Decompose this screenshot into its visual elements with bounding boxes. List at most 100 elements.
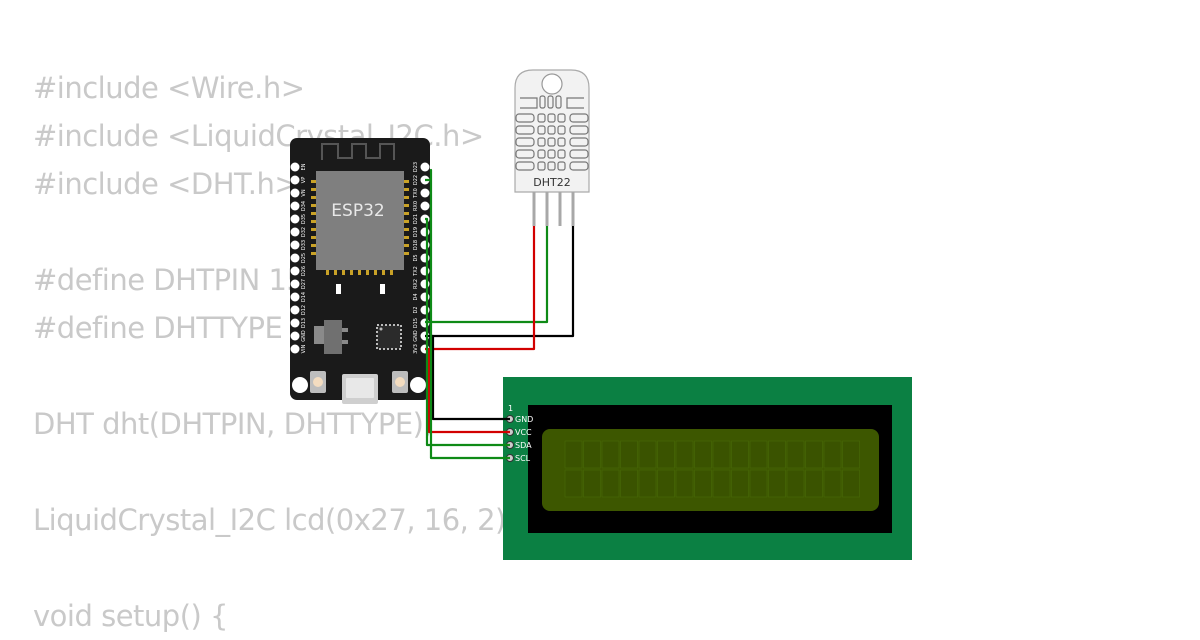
esp32-pin-label-right: D18 xyxy=(413,240,419,250)
lcd-cell xyxy=(675,469,694,498)
lcd-pin-labels: GND VCC SDA SCL xyxy=(515,415,533,463)
wire-lcd-sda[interactable] xyxy=(425,217,510,447)
esp32-pin-label-right: RX2 xyxy=(413,279,419,289)
esp32-pin-label-right: GND xyxy=(413,330,419,342)
lcd-cell xyxy=(805,469,823,498)
lcd-cell xyxy=(842,469,860,498)
esp32-pin-label-right: TX2 xyxy=(413,266,419,277)
lcd-cell xyxy=(601,469,620,498)
code-line: LiquidCrystal_I2C lcd(0x27, 16, 2); xyxy=(33,503,516,537)
lcd-cell xyxy=(620,469,638,498)
lcd-cell xyxy=(712,469,731,498)
esp32-pin-label-right: D21 xyxy=(413,214,419,224)
lcd-cell xyxy=(749,440,768,469)
esp32-left-pin-labels: ENVPVND34D35D32D33D25D26D27D14D12D13GNDV… xyxy=(301,163,307,353)
wire-dht-vcc[interactable] xyxy=(425,226,536,351)
lcd-cell xyxy=(731,440,749,469)
esp32-pin-label-right: D23 xyxy=(413,162,419,172)
esp32-pin-label-right: TX0 xyxy=(413,188,419,199)
esp32-pin-label-left: D27 xyxy=(301,279,307,289)
lcd-cell xyxy=(786,469,805,498)
code-line: #include <DHT.h> xyxy=(33,167,299,201)
dht22-label: DHT22 xyxy=(533,176,570,189)
mounting-hole xyxy=(410,377,426,393)
code-background: #include <Wire.h>#include <LiquidCrystal… xyxy=(33,64,516,640)
wire-lcd-vcc[interactable] xyxy=(427,349,510,434)
lcd-cell xyxy=(749,469,768,498)
esp32-pin-label-left: VP xyxy=(301,177,307,183)
lcd-character-grid xyxy=(564,440,860,498)
lcd-cell xyxy=(583,469,601,498)
wire-dht-gnd[interactable] xyxy=(425,226,575,338)
code-line: DHT dht(DHTPIN, DHTTYPE); xyxy=(33,407,433,441)
esp32-pin-label-left: D33 xyxy=(301,240,307,250)
esp32-pin-label-left: D26 xyxy=(301,266,307,276)
esp32-pin-label-right: D15 xyxy=(413,318,419,328)
esp32-pin-label-left: EN xyxy=(301,163,307,170)
esp32-pin-label-right: D19 xyxy=(413,227,419,237)
esp32-pin-label-right: D22 xyxy=(413,175,419,185)
esp32-pin-label-left: D32 xyxy=(301,227,307,237)
esp32-pin-label-left: D14 xyxy=(301,292,307,302)
lcd-cell xyxy=(657,440,675,469)
dht22-sensor[interactable]: DHT22 xyxy=(514,69,590,226)
esp32-pin-label-left: D13 xyxy=(301,318,307,328)
lcd-cell xyxy=(694,469,712,498)
voltage-regulator xyxy=(314,320,348,354)
esp32-pin-label-right: 3V3 xyxy=(413,344,419,354)
lcd-cell xyxy=(731,469,749,498)
lcd-cell xyxy=(638,440,657,469)
dht22-mount-hole xyxy=(541,73,563,95)
dht22-legs xyxy=(532,192,575,226)
lcd-cell xyxy=(786,440,805,469)
esp32-pin-label-left: D12 xyxy=(301,305,307,315)
esp32-board[interactable]: ENVPVND34D35D32D33D25D26D27D14D12D13GNDV… xyxy=(290,138,430,404)
esp32-pin-label-left: D34 xyxy=(301,201,307,211)
esp32-pin-label-right: D5 xyxy=(413,254,419,261)
esp32-pin-label-right: D4 xyxy=(413,293,419,300)
lcd-cell xyxy=(657,469,675,498)
lcd-cell xyxy=(675,440,694,469)
boot-button[interactable] xyxy=(392,371,408,393)
lcd-cell xyxy=(768,440,786,469)
lcd-pin-label-scl: SCL xyxy=(515,454,531,463)
smd-component xyxy=(380,284,385,294)
lcd-cell xyxy=(601,440,620,469)
lcd-cell xyxy=(842,440,860,469)
smd-component xyxy=(336,284,341,294)
esp32-pin-label-left: VIN xyxy=(301,344,307,353)
lcd-cell xyxy=(694,440,712,469)
esp32-label: ESP32 xyxy=(331,201,384,221)
lcd-cell xyxy=(564,440,583,469)
esp32-pin-label-left: D35 xyxy=(301,214,307,224)
lcd-cell xyxy=(823,469,842,498)
lcd-cell xyxy=(638,469,657,498)
lcd-cell xyxy=(805,440,823,469)
lcd-cell xyxy=(712,440,731,469)
en-button[interactable] xyxy=(310,371,326,393)
lcd-cell xyxy=(564,469,583,498)
esp32-pin-label-right: D2 xyxy=(413,306,419,313)
micro-usb-port-inner xyxy=(346,378,374,398)
lcd1602-i2c[interactable]: 1 GND VCC SDA SCL xyxy=(503,377,912,560)
lcd-pin1-marker: 1 xyxy=(508,404,513,413)
wroom-module xyxy=(316,171,404,270)
esp32-pin-label-left: GND xyxy=(301,330,307,342)
esp32-pin-label-left: D25 xyxy=(301,253,307,263)
wire-lcd-scl[interactable] xyxy=(425,168,510,460)
wire-dht-data[interactable] xyxy=(425,226,549,324)
lcd-pin-label-vcc: VCC xyxy=(515,428,532,437)
wires xyxy=(425,168,575,460)
code-line: void setup() { xyxy=(33,599,229,633)
esp32-pin-label-right: RX0 xyxy=(413,201,419,211)
lcd-cell xyxy=(768,469,786,498)
lcd-pin-label-sda: SDA xyxy=(515,441,532,450)
dht22-grille xyxy=(515,95,589,171)
esp32-right-header xyxy=(420,162,430,354)
lcd-cell xyxy=(823,440,842,469)
esp32-left-header xyxy=(290,162,300,354)
antenna-trace xyxy=(321,143,395,160)
usb-serial-chip xyxy=(376,324,402,350)
mounting-hole xyxy=(292,377,308,393)
